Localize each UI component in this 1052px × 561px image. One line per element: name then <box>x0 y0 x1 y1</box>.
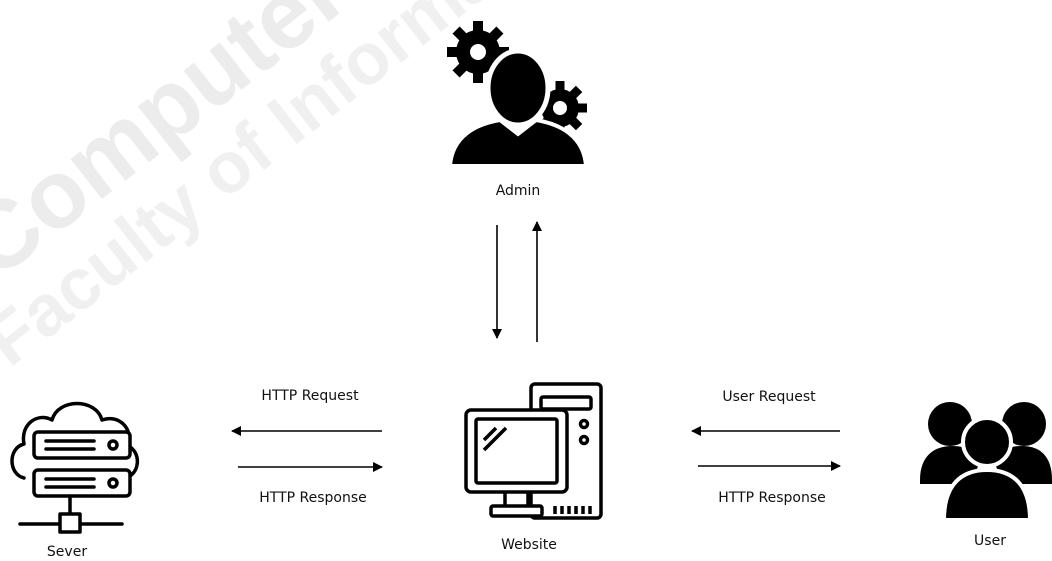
user-group-icon <box>920 402 1052 522</box>
http-response-user-label: HTTP Response <box>718 490 826 506</box>
user-request-label: User Request <box>722 389 816 405</box>
admin-label: Admin <box>495 183 541 199</box>
admin-gears-icon <box>447 21 589 168</box>
user-label: User <box>974 533 1006 549</box>
http-request-label: HTTP Request <box>261 388 359 404</box>
desktop-computer-icon <box>464 382 603 520</box>
server-label: Sever <box>46 544 88 560</box>
cloud-server-icon <box>10 401 139 534</box>
http-response-server-label: HTTP Response <box>259 490 367 506</box>
website-label: Website <box>501 537 557 553</box>
